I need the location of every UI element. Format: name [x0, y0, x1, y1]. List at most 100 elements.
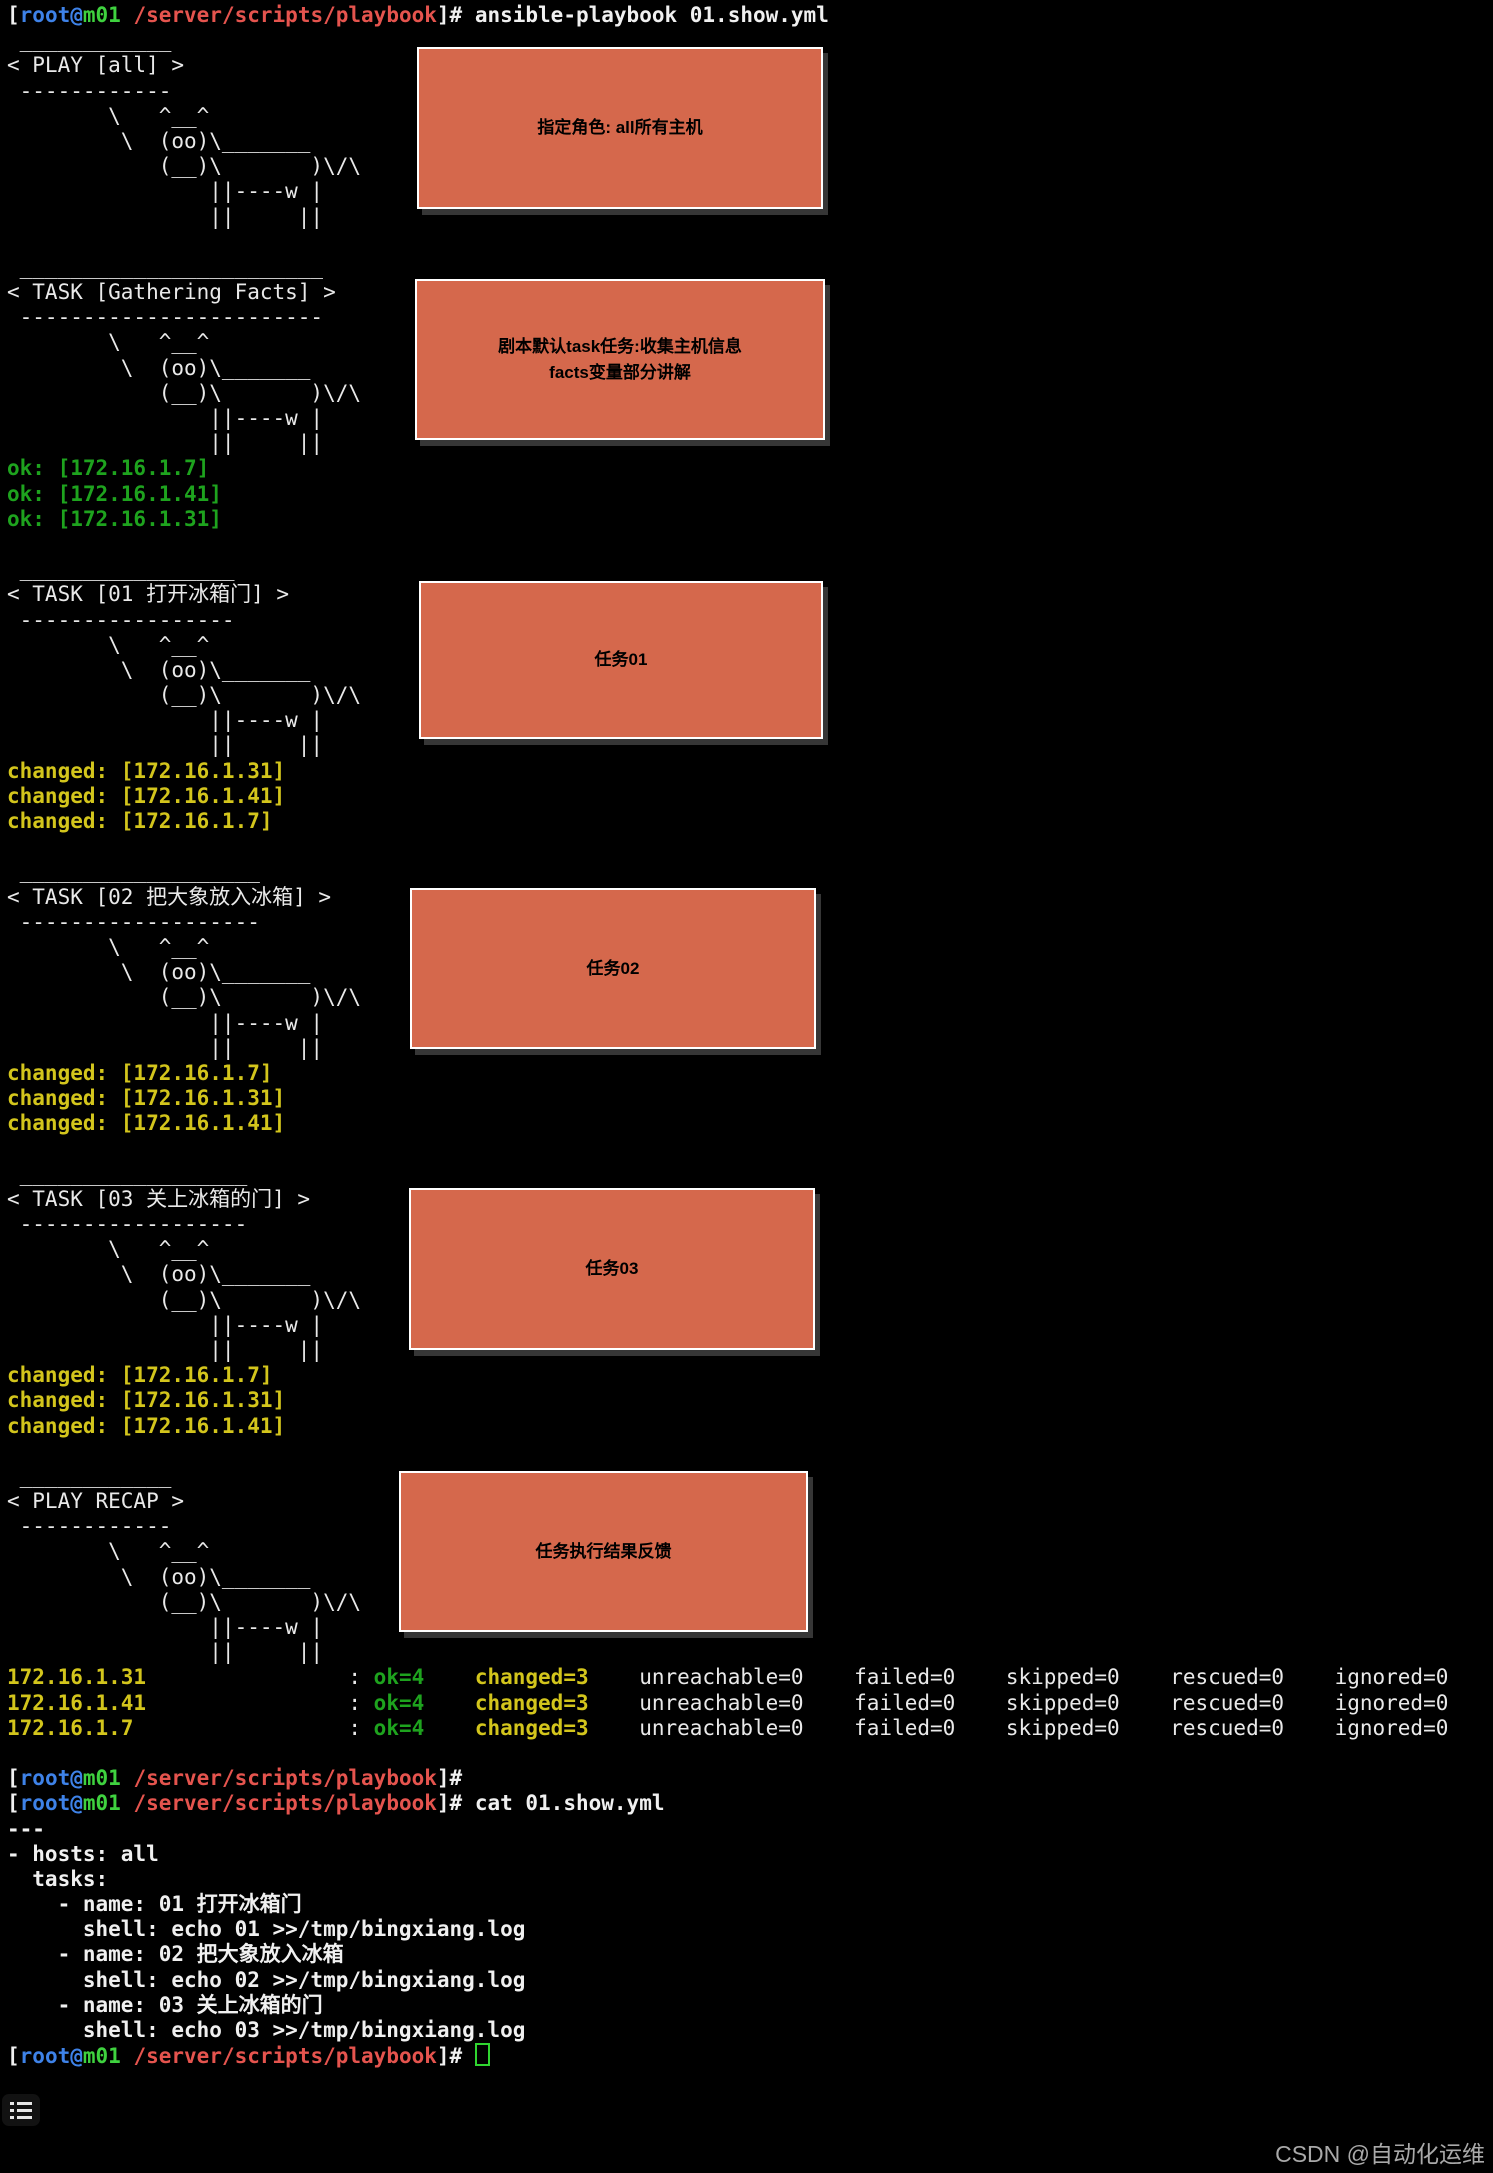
- annotation-box: 任务执行结果反馈: [399, 1471, 808, 1632]
- terminal-line: [7, 1136, 1448, 1161]
- yaml-line: shell: echo 03 >>/tmp/bingxiang.log: [7, 2018, 1448, 2043]
- yaml-line: - name: 02 把大象放入冰箱: [7, 1942, 1448, 1967]
- terminal-text-segment: \ (oo)\_______: [7, 657, 311, 682]
- terminal-text-segment: - name: 01 打开冰箱门: [7, 1892, 302, 1917]
- terminal-text-segment: m01: [82, 3, 121, 27]
- terminal-line: || ||: [7, 431, 1448, 456]
- recap-row: 172.16.1.31 : ok=4 changed=3 unreachable…: [7, 1665, 1448, 1690]
- terminal-line: [7, 532, 1448, 557]
- toc-button[interactable]: [2, 2094, 40, 2126]
- terminal-text-segment: shell: echo 03 >>/tmp/bingxiang.log: [7, 2018, 526, 2042]
- terminal-text-segment: ok: [172.16.1.41]: [7, 481, 222, 506]
- terminal-text-segment: \ (oo)\_______: [7, 1564, 311, 1589]
- terminal-cursor: [474, 2043, 490, 2067]
- terminal-line: \ ^__^: [7, 1539, 1448, 1564]
- terminal-text-segment: ------------: [7, 1514, 172, 1539]
- yaml-line: shell: echo 02 >>/tmp/bingxiang.log: [7, 1968, 1448, 1993]
- terminal-line: ------------: [7, 1514, 1448, 1539]
- terminal-text-segment: :: [348, 1665, 374, 1690]
- terminal-line: -------------------: [7, 910, 1448, 935]
- recap-row: 172.16.1.7 : ok=4 changed=3 unreachable=…: [7, 1716, 1448, 1741]
- changed-line: changed: [172.16.1.41]: [7, 784, 1448, 809]
- terminal-text-segment: ||----w |: [7, 1010, 324, 1035]
- terminal-line: || ||: [7, 733, 1448, 758]
- terminal-text-segment: \ ^__^: [7, 632, 210, 657]
- terminal-text-segment: unreachable=0 failed=0 skipped=0 rescued…: [639, 1665, 1449, 1690]
- terminal-line: [7, 1439, 1448, 1464]
- task-banner: < TASK [02 把大象放入冰箱] >: [7, 885, 1448, 910]
- terminal-text-segment: [: [7, 1791, 20, 1816]
- terminal-line: ||----w |: [7, 1615, 1448, 1640]
- terminal-text-segment: ------------: [7, 78, 172, 103]
- terminal-text-segment: ||----w |: [7, 1615, 324, 1639]
- terminal-text-segment: [424, 1691, 475, 1715]
- terminal-line: (__)\ )\/\: [7, 154, 1448, 179]
- annotation-text: 剧本默认task任务:收集主机信息: [498, 337, 742, 356]
- yaml-line: ---: [7, 1817, 1448, 1842]
- terminal-text-segment: 172.16.1.41: [7, 1690, 349, 1715]
- terminal-text-segment: \ ^__^: [7, 934, 210, 959]
- terminal-line: (__)\ )\/\: [7, 1590, 1448, 1615]
- changed-line: changed: [172.16.1.7]: [7, 1363, 1448, 1388]
- terminal-line: [7, 1741, 1448, 1766]
- annotation-text: 任务执行结果反馈: [535, 1541, 672, 1561]
- annotation-text: 任务01: [594, 650, 648, 670]
- terminal-text-segment: unreachable=0 failed=0 skipped=0 rescued…: [639, 1715, 1449, 1740]
- terminal-line: (__)\ )\/\: [7, 1288, 1448, 1313]
- changed-line: changed: [172.16.1.7]: [7, 1061, 1448, 1086]
- terminal-line: \ (oo)\_______: [7, 1262, 1448, 1287]
- yaml-line: - name: 01 打开冰箱门: [7, 1892, 1448, 1917]
- terminal-line: ------------: [7, 79, 1448, 104]
- terminal-text-segment: < TASK [01 打开冰箱门] >: [7, 582, 290, 607]
- terminal-text-segment: ]#: [436, 1766, 463, 1791]
- terminal-text-segment: || ||: [7, 1035, 324, 1060]
- prompt-line: [root@m01 /server/scripts/playbook]# ans…: [7, 3, 1448, 28]
- terminal: [root@m01 /server/scripts/playbook]# ans…: [7, 3, 1448, 2068]
- terminal-text-segment: -------------------: [7, 909, 260, 934]
- terminal-text-segment: [: [7, 3, 20, 27]
- terminal-text-segment: m01: [82, 2044, 121, 2069]
- changed-line: changed: [172.16.1.31]: [7, 1086, 1448, 1111]
- terminal-text-segment: _________________: [7, 557, 235, 582]
- terminal-line: || ||: [7, 1338, 1448, 1363]
- terminal-text-segment: ok=4: [373, 1715, 425, 1740]
- terminal-text-segment: ------------------: [7, 1212, 248, 1236]
- terminal-line: ------------------------: [7, 305, 1448, 330]
- terminal-text-segment: - name: 02 把大象放入冰箱: [7, 1942, 344, 1967]
- changed-line: changed: [172.16.1.41]: [7, 1111, 1448, 1136]
- terminal-text-segment: (__)\ )\/\: [7, 1589, 362, 1614]
- terminal-text-segment: ||----w |: [7, 708, 324, 733]
- annotation-text: 任务02: [586, 958, 640, 978]
- terminal-text-segment: ok=4: [373, 1665, 425, 1690]
- terminal-text-segment: ansible-playbook 01.show.yml: [474, 3, 829, 27]
- terminal-line: || ||: [7, 1640, 1448, 1665]
- play-banner: < PLAY [all] >: [7, 53, 1448, 78]
- terminal-text-segment: root@: [19, 3, 83, 27]
- terminal-text-segment: || ||: [7, 431, 324, 456]
- terminal-text-segment: 172.16.1.31: [7, 1665, 349, 1690]
- terminal-text-segment: 172.16.1.7: [7, 1715, 349, 1740]
- terminal-text-segment: changed: [172.16.1.31]: [7, 758, 286, 783]
- terminal-text-segment: changed: [172.16.1.41]: [7, 1413, 286, 1438]
- annotation-box: 任务02: [410, 888, 816, 1049]
- annotation-text: 指定角色: all所有主机: [537, 118, 703, 138]
- terminal-text-segment: changed=3: [474, 1715, 589, 1740]
- terminal-text-segment: \ (oo)\_______: [7, 355, 311, 380]
- terminal-text-segment: || ||: [7, 1337, 324, 1362]
- terminal-text-segment: [: [7, 1766, 20, 1791]
- terminal-text-segment: :: [348, 1715, 374, 1740]
- terminal-text-segment: :: [348, 1690, 374, 1715]
- annotation-box: 任务01: [419, 581, 823, 739]
- terminal-text-segment: m01: [82, 1791, 121, 1816]
- terminal-text-segment: changed=3: [474, 1690, 589, 1715]
- task-banner: < TASK [01 打开冰箱门] >: [7, 582, 1448, 607]
- yaml-line: - hosts: all: [7, 1842, 1448, 1867]
- terminal-text-segment: (__)\ )\/\: [7, 683, 362, 708]
- terminal-line: ------------------: [7, 1212, 1448, 1237]
- list-icon: [10, 2101, 40, 2119]
- terminal-text-segment: \ (oo)\_______: [7, 1262, 311, 1287]
- terminal-line: \ (oo)\_______: [7, 1565, 1448, 1590]
- terminal-text-segment: changed: [172.16.1.41]: [7, 1111, 286, 1136]
- terminal-text-segment: \ (oo)\_______: [7, 128, 311, 153]
- terminal-text-segment: \ ^__^: [7, 1539, 210, 1564]
